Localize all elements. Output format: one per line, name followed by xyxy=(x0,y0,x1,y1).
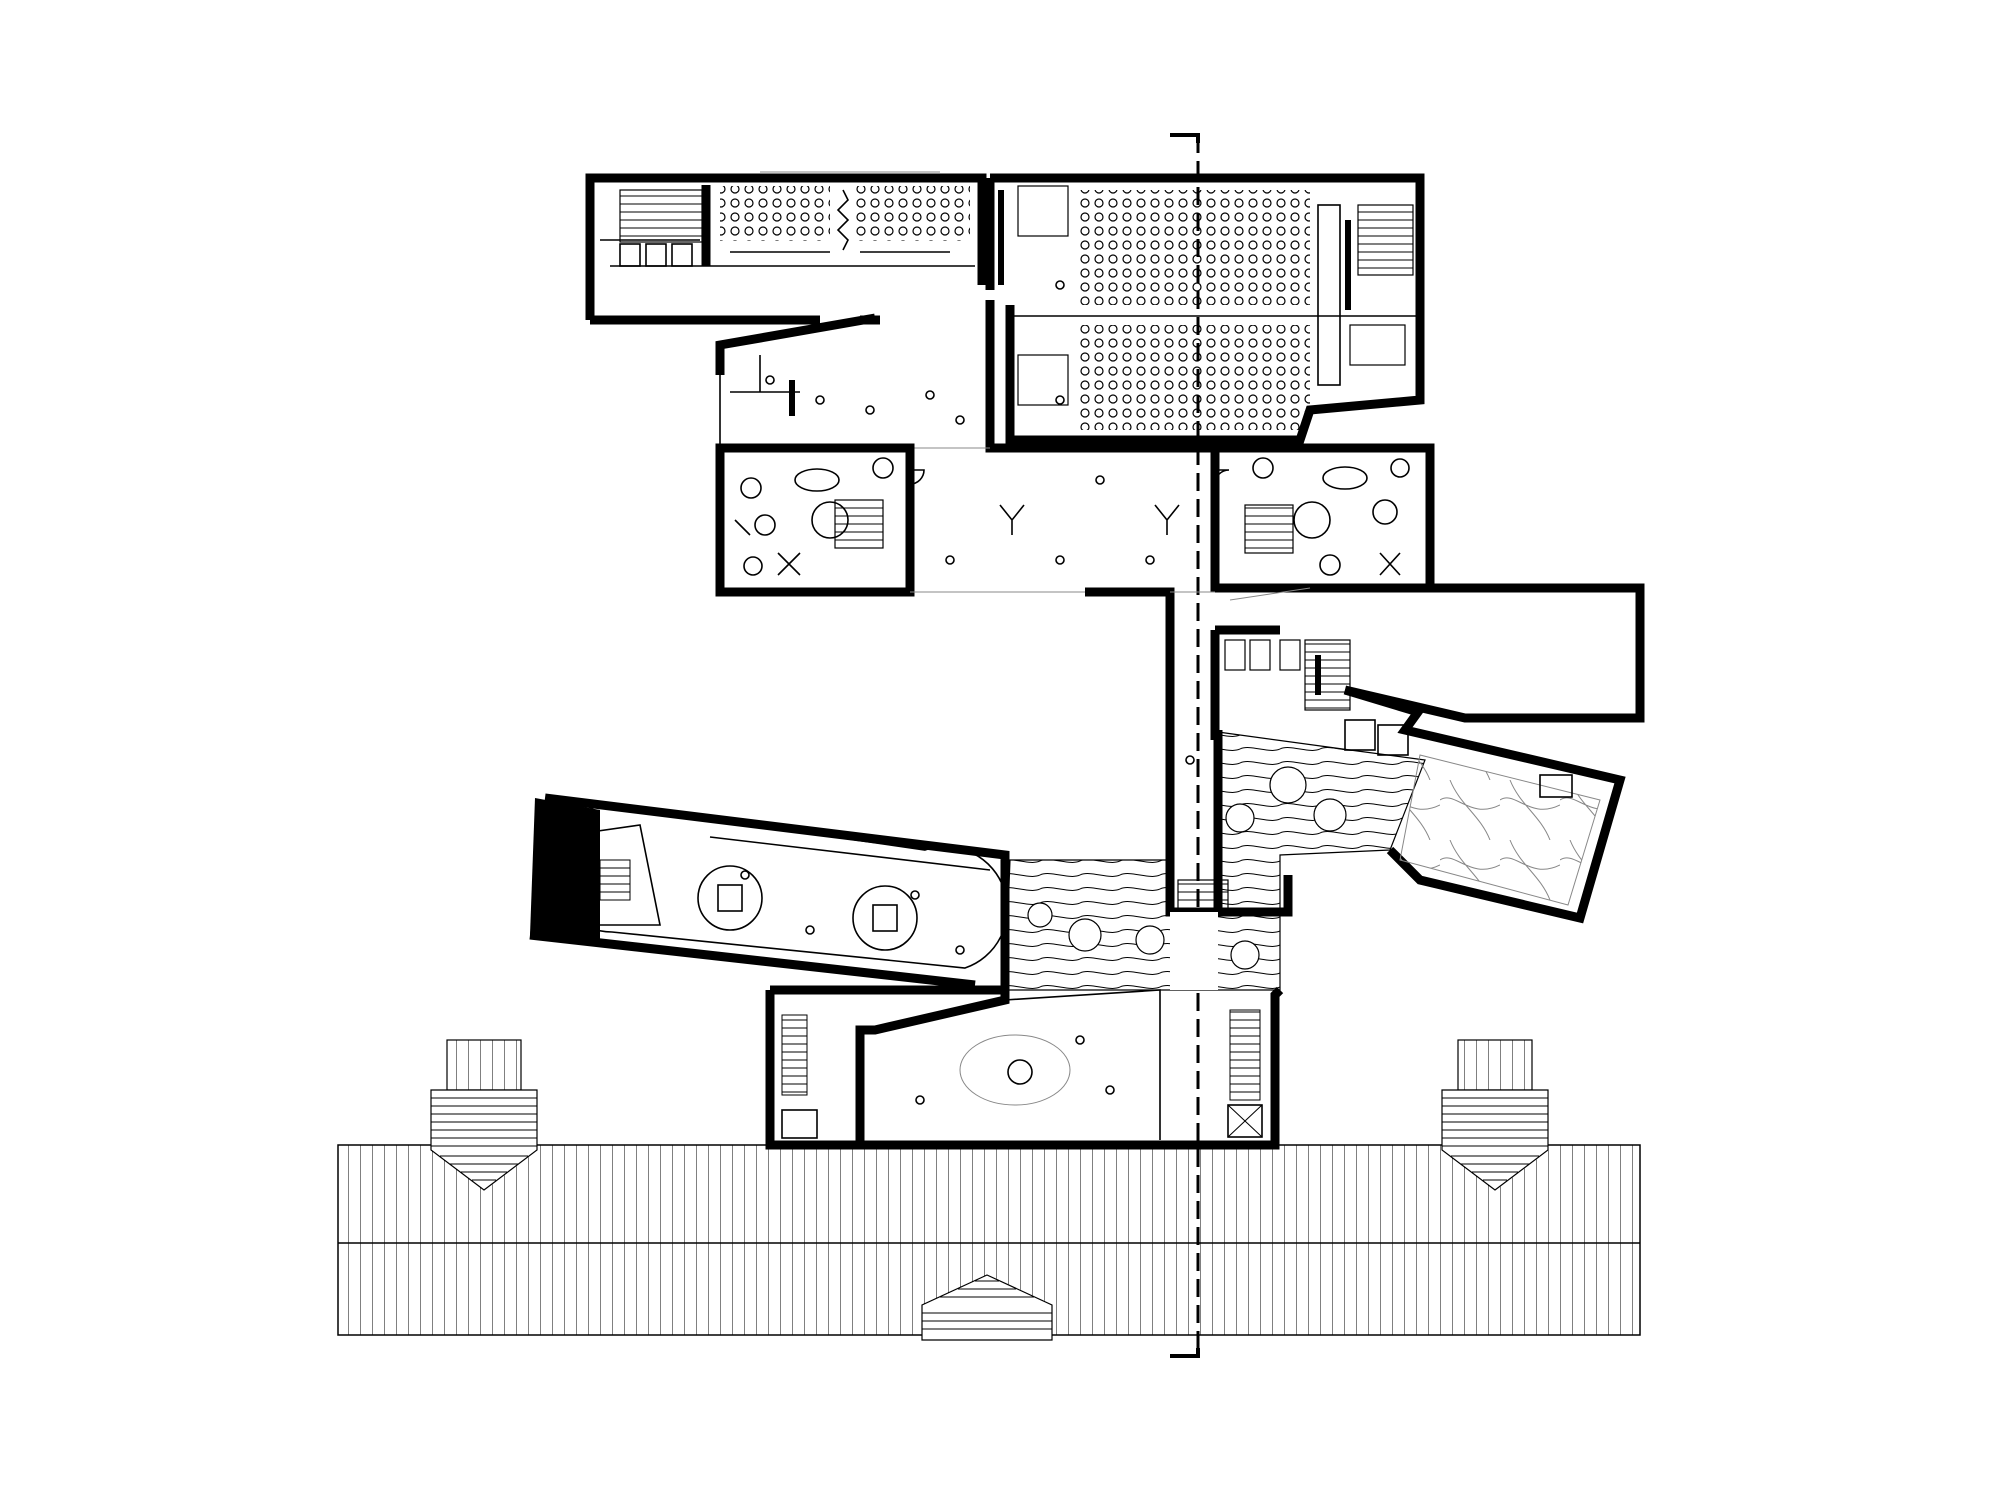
wc-icon xyxy=(619,243,693,267)
roof-bay-west xyxy=(430,1039,538,1191)
wc-icon xyxy=(1017,185,1069,237)
person-icon xyxy=(999,504,1180,535)
seat-icon xyxy=(720,186,830,241)
roof-bay-south xyxy=(921,1274,1053,1341)
exhibition-capsule xyxy=(529,793,1010,995)
door-icon xyxy=(909,469,925,485)
wc-icon xyxy=(1279,639,1301,671)
roof-bay-east xyxy=(1441,1039,1549,1191)
stair-icon xyxy=(1244,504,1294,554)
seminar-hall-block xyxy=(585,171,987,325)
people-figures xyxy=(740,280,1195,1105)
workshop-east xyxy=(1210,443,1435,593)
wc-icon xyxy=(1017,354,1069,406)
central-hall xyxy=(909,469,1230,905)
auditorium-block xyxy=(985,173,1425,445)
stair-icon xyxy=(619,189,703,243)
existing-long-building xyxy=(337,1039,1641,1341)
wc-icon xyxy=(1249,639,1271,671)
workshop-west xyxy=(715,443,915,597)
section-cut-line xyxy=(1170,133,1200,1358)
seat-icon xyxy=(1080,190,1310,305)
seat-icon xyxy=(855,186,970,241)
wood-floor-gallery xyxy=(1004,730,1426,991)
stair-icon xyxy=(1304,639,1351,711)
table-icon xyxy=(1349,324,1406,366)
seat-icon xyxy=(1080,325,1310,430)
stair-icon xyxy=(1357,204,1414,276)
map-gallery xyxy=(1343,685,1626,924)
stair-icon xyxy=(781,1014,808,1096)
lower-gallery xyxy=(765,985,1284,1150)
stair-icon xyxy=(1229,1009,1261,1101)
wc-icon xyxy=(1224,639,1246,671)
stair-icon xyxy=(599,859,631,901)
